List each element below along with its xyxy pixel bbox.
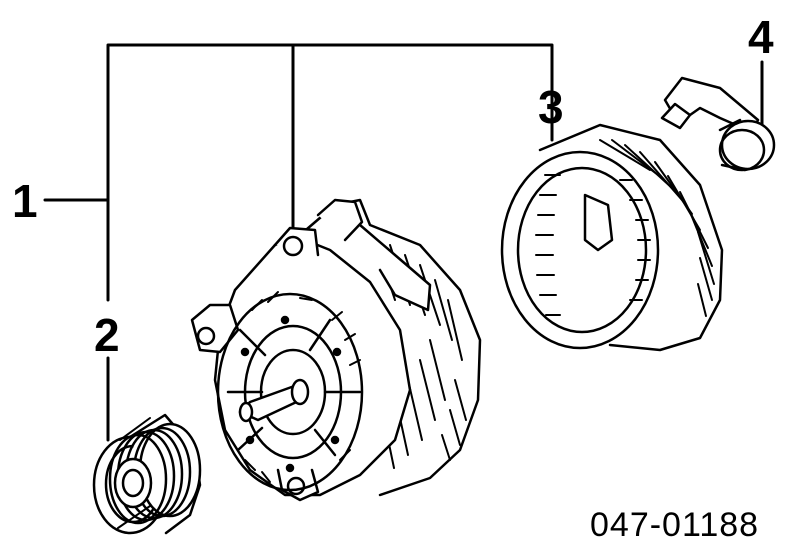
fan-cover-icon [500, 123, 724, 352]
part-number-label: 047-01188 [590, 506, 760, 544]
callout-4-label: 4 [748, 11, 774, 63]
callout-3-label: 3 [538, 81, 564, 133]
alternator-assembly-icon [190, 198, 482, 502]
leader-lines [43, 43, 764, 442]
regulator-clip-icon [660, 76, 776, 172]
pulley-icon [92, 413, 202, 535]
leader-1-bracket [106, 43, 554, 302]
callout-1-label: 1 [12, 175, 38, 227]
callout-2-label: 2 [94, 309, 120, 361]
